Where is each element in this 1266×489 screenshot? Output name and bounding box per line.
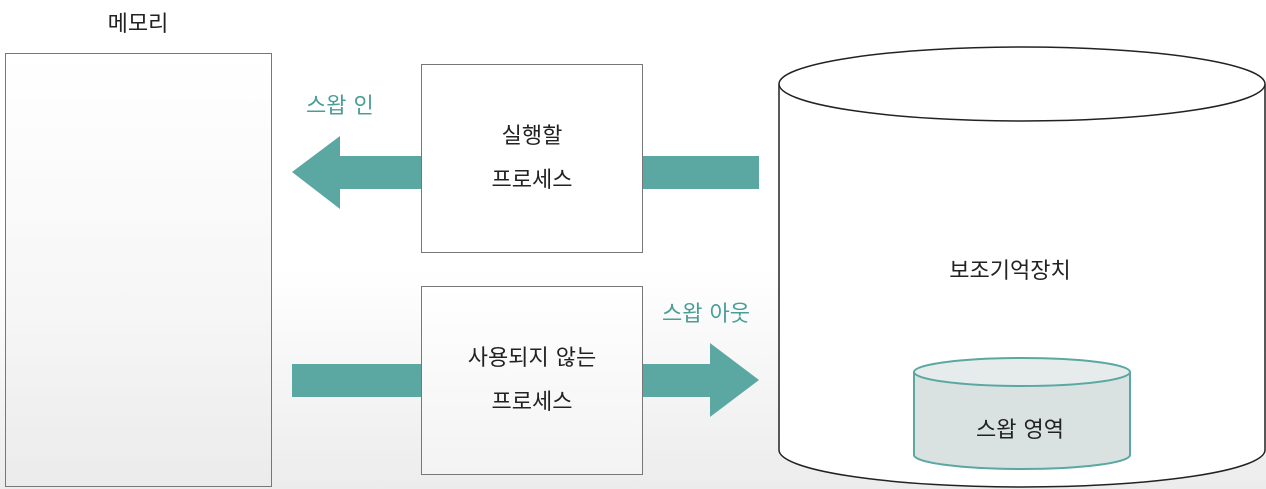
- swap-in-arrow-tail: [643, 156, 759, 189]
- swap-area-label: 스왑 영역: [976, 418, 1064, 443]
- swap-in-label: 스왑 인: [306, 94, 374, 119]
- swap-out-label: 스왑 아웃: [662, 302, 750, 327]
- storage-cylinder: [778, 46, 1266, 488]
- process-to-run-line2: 프로세스: [491, 167, 573, 193]
- process-to-run-box: 실행할 프로세스: [421, 64, 643, 253]
- memory-title: 메모리: [107, 12, 169, 37]
- unused-process-line2: 프로세스: [491, 389, 573, 415]
- swap-out-arrow: [643, 343, 759, 417]
- memory-box: [5, 53, 272, 487]
- process-to-run-line1: 실행할: [501, 123, 563, 149]
- swap-area-cylinder: [913, 357, 1131, 470]
- unused-process-box: 사용되지 않는 프로세스: [421, 286, 643, 475]
- storage-label: 보조기억장치: [949, 259, 1071, 284]
- unused-process-line1: 사용되지 않는: [467, 345, 597, 371]
- swap-in-arrow: [292, 136, 421, 209]
- swap-out-arrow-tail: [292, 364, 421, 397]
